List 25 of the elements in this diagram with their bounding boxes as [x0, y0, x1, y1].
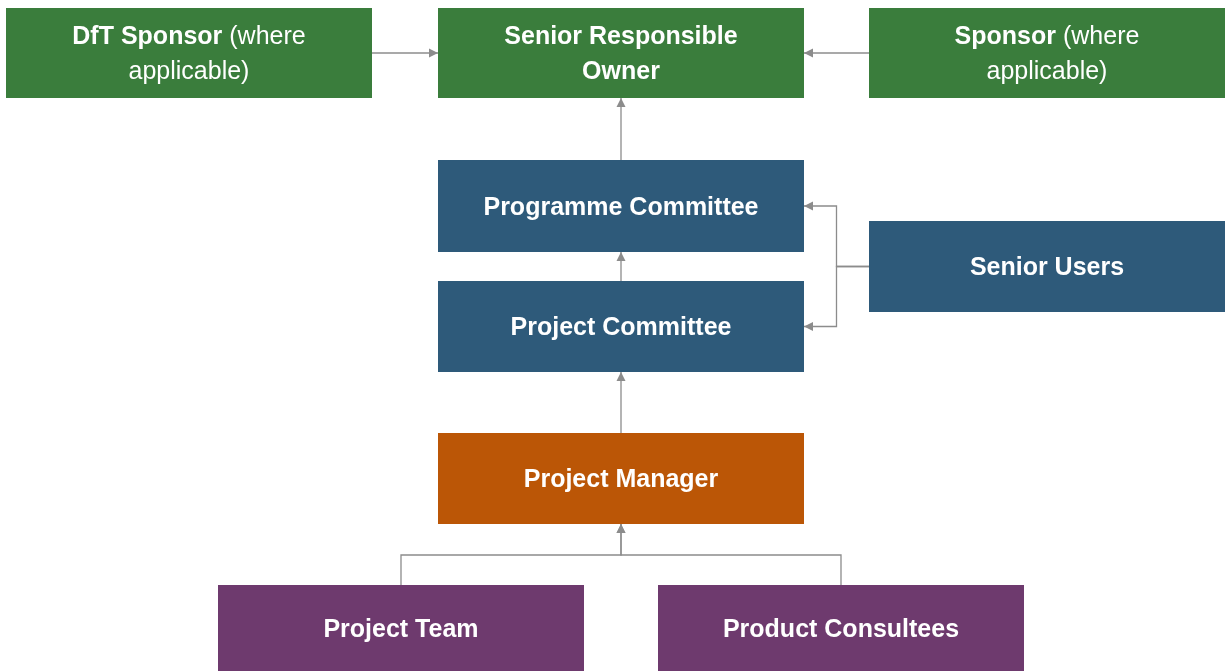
team-box: [218, 585, 584, 671]
node-label: Programme Committee: [483, 190, 759, 222]
arrow: [616, 251, 626, 282]
node-label: Senior Responsible Owner: [503, 20, 739, 86]
arrow: [803, 48, 870, 58]
arrow: [616, 371, 626, 434]
arrow: [803, 265, 870, 332]
committee-box: [438, 160, 804, 252]
role-box: [6, 8, 372, 98]
committee-box: [438, 281, 804, 372]
manager-box: [438, 433, 804, 524]
role-box: [438, 8, 804, 98]
role-box: [869, 8, 1225, 98]
committee-box: [869, 221, 1225, 312]
node-label: Project Committee: [510, 311, 732, 342]
node-label: Project Manager: [523, 463, 719, 494]
node-label: Product Consultees: [722, 612, 960, 644]
node-label: DfT Sponsor (where applicable): [71, 20, 307, 86]
arrow: [371, 48, 439, 58]
team-box: [658, 585, 1024, 671]
arrow: [616, 523, 842, 586]
node-label: Sponsor (where applicable): [953, 20, 1141, 86]
arrow: [616, 97, 626, 161]
node-label: Senior Users: [969, 251, 1125, 282]
node-label: Project Team: [323, 612, 479, 644]
